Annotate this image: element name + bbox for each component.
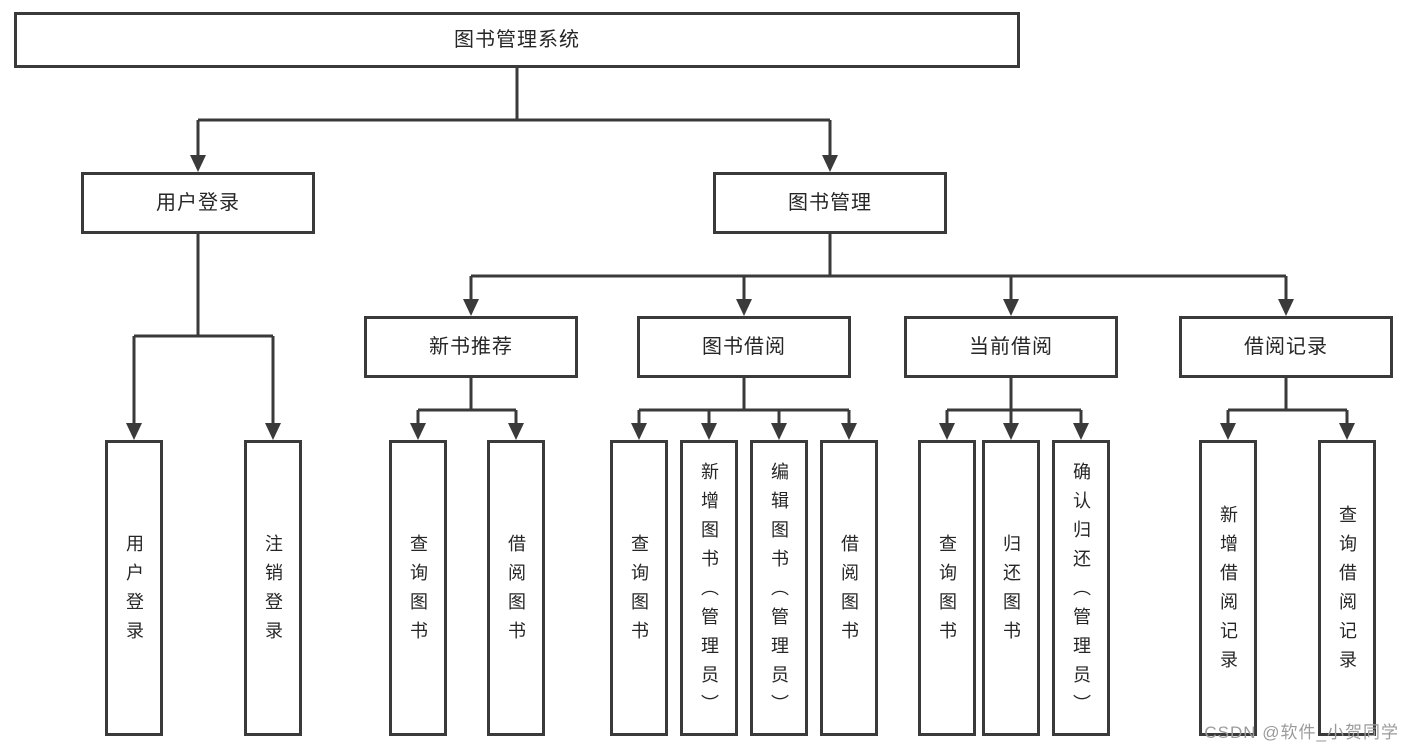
arrowhead-icon <box>736 299 752 316</box>
leaf-return-books: 归还图书 <box>982 440 1040 736</box>
edge-bookborrow-to-leaves <box>637 378 851 426</box>
node-book-management: 图书管理 <box>713 172 947 234</box>
edge-currentborrow-to-leaves <box>945 378 1083 426</box>
leaf-query-books-current: 查询图书 <box>918 440 976 736</box>
arrowhead-icon <box>1003 423 1019 440</box>
edge-root-to-level2 <box>196 68 832 158</box>
edge-bookmgmt-to-level3 <box>469 234 1288 302</box>
leaf-add-borrow-record: 新增借阅记录 <box>1199 440 1257 736</box>
arrowhead-icon <box>126 423 142 440</box>
arrowhead-icon <box>1278 299 1294 316</box>
leaf-logout: 注销登录 <box>244 440 302 736</box>
edge-records-to-leaves <box>1226 378 1349 426</box>
arrowhead-icon <box>1339 423 1355 440</box>
arrowhead-icon <box>841 423 857 440</box>
arrowhead-icon <box>1003 299 1019 316</box>
edge-newbook-to-leaves <box>416 378 518 426</box>
arrowhead-icon <box>410 423 426 440</box>
arrowhead-icon <box>939 423 955 440</box>
arrowhead-icon <box>1073 423 1089 440</box>
leaf-query-books-borrow: 查询图书 <box>610 440 668 736</box>
node-root: 图书管理系统 <box>14 12 1020 68</box>
arrowhead-icon <box>1220 423 1236 440</box>
arrowhead-icon <box>631 423 647 440</box>
leaf-edit-books-admin: 编辑图书（管理员） <box>750 440 808 736</box>
leaf-user-login: 用户登录 <box>105 440 163 736</box>
leaf-query-borrow-record: 查询借阅记录 <box>1318 440 1376 736</box>
leaf-add-books-admin: 新增图书（管理员） <box>680 440 738 736</box>
arrowhead-icon <box>701 423 717 440</box>
leaf-borrow-books: 借阅图书 <box>820 440 878 736</box>
edge-userlogin-to-leaves <box>132 234 275 426</box>
node-borrow-records: 借阅记录 <box>1179 316 1393 378</box>
arrowhead-icon <box>822 155 838 172</box>
arrowheads <box>126 155 1355 440</box>
arrowhead-icon <box>771 423 787 440</box>
node-current-borrow: 当前借阅 <box>904 316 1118 378</box>
leaf-borrow-books-recommend: 借阅图书 <box>487 440 545 736</box>
node-new-book-recommend: 新书推荐 <box>364 316 578 378</box>
leaf-confirm-return-admin: 确认归还（管理员） <box>1052 440 1110 736</box>
arrowhead-icon <box>190 155 206 172</box>
node-book-borrow: 图书借阅 <box>637 316 851 378</box>
arrowhead-icon <box>265 423 281 440</box>
node-user-login: 用户登录 <box>81 172 315 234</box>
arrowhead-icon <box>508 423 524 440</box>
leaf-query-books-recommend: 查询图书 <box>389 440 447 736</box>
watermark: CSDN @软件_小贺同学 <box>1204 723 1399 742</box>
arrowhead-icon <box>463 299 479 316</box>
